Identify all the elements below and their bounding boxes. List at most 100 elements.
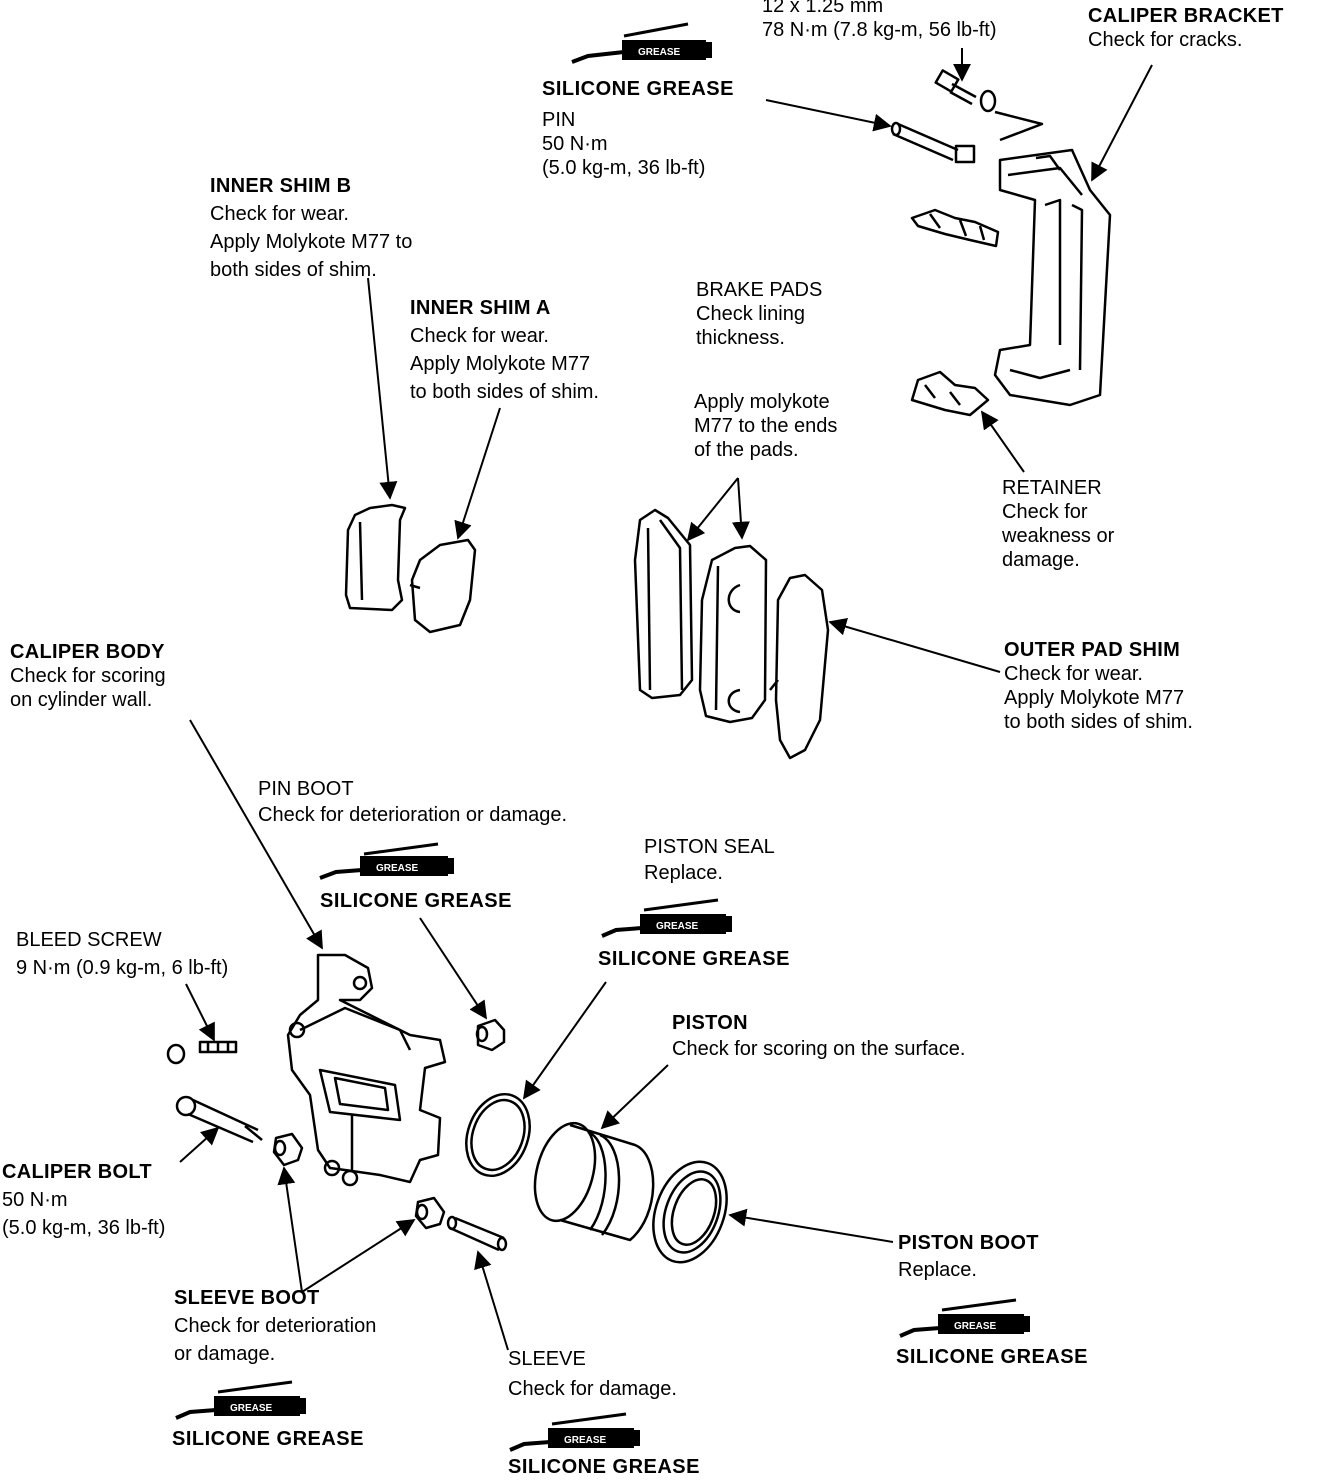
sleeve-boot-note-2: or damage. <box>174 1343 276 1365</box>
piston-boot-drawing <box>652 1160 728 1264</box>
caliper-bracket-title: CALIPER BRACKET <box>1088 5 1284 27</box>
silicone-grease-caption-pin-boot: SILICONE GREASE <box>320 890 512 912</box>
piston-boot-note: Replace. <box>898 1259 977 1281</box>
leader-lines <box>179 48 1153 1351</box>
inner-shim-b-title: INNER SHIM B <box>210 175 352 197</box>
piston-boot-title: PISTON BOOT <box>898 1232 1039 1254</box>
grease-tube-icon: GREASE <box>509 1412 640 1452</box>
retainer-note-2: weakness or <box>1002 525 1115 547</box>
bleed-screw-drawing <box>166 1040 238 1065</box>
upper-retainer-drawing <box>910 208 1000 248</box>
sleeve-drawing <box>446 1215 508 1252</box>
bleed-screw-title: BLEED SCREW <box>16 929 162 951</box>
piston-boot-label: PISTON BOOT Replace. <box>898 1230 1039 1284</box>
pad-ends-note-3: of the pads. <box>694 439 799 461</box>
inner-shim-a-note-2: Apply Molykote M77 <box>410 353 591 375</box>
sleeve-title: SLEEVE <box>508 1348 586 1370</box>
pad-ends-note-2: M77 to the ends <box>694 415 838 437</box>
sleeve-boot-label: SLEEVE BOOT Check for deterioration or d… <box>174 1284 376 1368</box>
brake-pads-label: BRAKE PADS Check lining thickness. <box>696 278 822 350</box>
silicone-grease-caption-sleeve: SILICONE GREASE <box>508 1456 700 1478</box>
pin-boot-note: Check for deterioration or damage. <box>258 804 568 826</box>
caliper-bracket-label: CALIPER BRACKET Check for cracks. <box>1088 4 1284 52</box>
pin-label: PIN 50 N·m (5.0 kg-m, 36 lb-ft) <box>542 108 705 180</box>
sleeve-label: SLEEVE Check for damage. <box>508 1344 677 1404</box>
grease-tube-text: GREASE <box>564 1435 607 1446</box>
bracket-bolt-size: 12 x 1.25 mm <box>762 0 884 17</box>
sleeve-note: Check for damage. <box>508 1378 677 1400</box>
inner-shim-b-note-3: both sides of shim. <box>210 259 377 281</box>
piston-note: Check for scoring on the surface. <box>672 1038 966 1060</box>
outer-pad-shim-note-3: to both sides of shim. <box>1004 711 1193 733</box>
silicone-grease-caption-piston-boot: SILICONE GREASE <box>896 1346 1088 1368</box>
pin-boot-label: PIN BOOT Check for deterioration or dama… <box>258 776 567 828</box>
brake-pads-note-1: Check lining <box>696 303 805 325</box>
pad-ends-label: Apply molykote M77 to the ends of the pa… <box>694 390 837 462</box>
caliper-bolt-torque-alt: (5.0 kg-m, 36 lb-ft) <box>2 1217 166 1239</box>
pin-boot-title: PIN BOOT <box>258 778 354 800</box>
grease-tube-text: GREASE <box>638 47 681 58</box>
piston-seal-drawing <box>465 1092 531 1178</box>
outer-pad-shim-title: OUTER PAD SHIM <box>1004 639 1181 661</box>
bracket-bolt-label: 12 x 1.25 mm 78 N·m (7.8 kg-m, 56 lb-ft) <box>762 0 997 42</box>
outer-brake-pad-drawing <box>698 544 768 724</box>
caliper-bolt-title: CALIPER BOLT <box>2 1161 152 1183</box>
piston-drawing <box>533 1121 655 1242</box>
brake-pads-note-2: thickness. <box>696 327 785 349</box>
pin-torque-alt: (5.0 kg-m, 36 lb-ft) <box>542 157 706 179</box>
caliper-body-title: CALIPER BODY <box>10 641 165 663</box>
outer-pad-shim-note-1: Check for wear. <box>1004 663 1143 685</box>
bleed-screw-torque: 9 N·m (0.9 kg-m, 6 lb-ft) <box>16 957 229 979</box>
inner-shim-b-drawing <box>344 503 407 612</box>
pin-boot-drawing <box>475 1018 506 1052</box>
inner-brake-pad-drawing <box>633 508 694 700</box>
grease-tube-icon: GREASE <box>571 22 712 64</box>
outer-pad-shim-note-2: Apply Molykote M77 <box>1004 687 1185 709</box>
retainer-note-1: Check for <box>1002 501 1088 523</box>
grease-tube-icon: GREASE <box>601 898 732 938</box>
caliper-bolt-label: CALIPER BOLT 50 N·m (5.0 kg-m, 36 lb-ft) <box>2 1158 165 1242</box>
grease-tube-text: GREASE <box>376 863 419 874</box>
caliper-body-note-1: Check for scoring <box>10 665 166 687</box>
piston-title: PISTON <box>672 1012 748 1034</box>
caliper-bolt-drawing <box>175 1095 263 1144</box>
piston-seal-title: PISTON SEAL <box>644 836 775 858</box>
inner-shim-b-label: INNER SHIM B Check for wear. Apply Molyk… <box>210 172 412 284</box>
guide-pin-drawing <box>890 121 976 164</box>
sleeve-boot-title: SLEEVE BOOT <box>174 1287 320 1309</box>
bracket-bolt-torque: 78 N·m (7.8 kg-m, 56 lb-ft) <box>762 19 997 41</box>
silicone-grease-caption-pin: SILICONE GREASE <box>542 78 734 100</box>
outer-pad-shim-drawing <box>769 573 830 760</box>
piston-label: PISTON Check for scoring on the surface. <box>672 1010 965 1062</box>
sleeve-boot-note-1: Check for deterioration <box>174 1315 377 1337</box>
grease-tube-text: GREASE <box>656 921 699 932</box>
brake-pads-title: BRAKE PADS <box>696 279 823 301</box>
retainer-title: RETAINER <box>1002 477 1102 499</box>
piston-seal-note: Replace. <box>644 862 723 884</box>
grease-tube-icon: GREASE <box>899 1298 1030 1338</box>
grease-tube-icon: GREASE <box>175 1380 306 1420</box>
retainer-note-3: damage. <box>1002 549 1080 571</box>
caliper-bracket-note: Check for cracks. <box>1088 29 1243 51</box>
inner-shim-a-note-1: Check for wear. <box>410 325 549 347</box>
bleed-screw-label: BLEED SCREW 9 N·m (0.9 kg-m, 6 lb-ft) <box>16 926 228 982</box>
pad-ends-note-1: Apply molykote <box>694 391 830 413</box>
inner-shim-a-label: INNER SHIM A Check for wear. Apply Molyk… <box>410 294 599 406</box>
silicone-grease-caption-piston-seal: SILICONE GREASE <box>598 948 790 970</box>
grease-tube-text: GREASE <box>230 1403 273 1414</box>
sleeve-boot-left-drawing <box>272 1132 304 1167</box>
caliper-body-label: CALIPER BODY Check for scoring on cylind… <box>10 640 166 712</box>
silicone-grease-caption-sleeve-boot: SILICONE GREASE <box>172 1428 364 1450</box>
inner-shim-b-note-2: Apply Molykote M77 to <box>210 231 413 253</box>
outer-pad-shim-label: OUTER PAD SHIM Check for wear. Apply Mol… <box>1004 638 1193 734</box>
inner-shim-a-title: INNER SHIM A <box>410 297 551 319</box>
lower-retainer-drawing <box>910 370 990 417</box>
caliper-bolt-torque-nm: 50 N·m <box>2 1189 68 1211</box>
caliper-bracket-drawing <box>993 148 1112 407</box>
caliper-body-note-2: on cylinder wall. <box>10 689 153 711</box>
grease-tube-text: GREASE <box>954 1321 997 1332</box>
caliper-body-drawing <box>286 953 447 1187</box>
piston-seal-label: PISTON SEAL Replace. <box>644 834 775 886</box>
